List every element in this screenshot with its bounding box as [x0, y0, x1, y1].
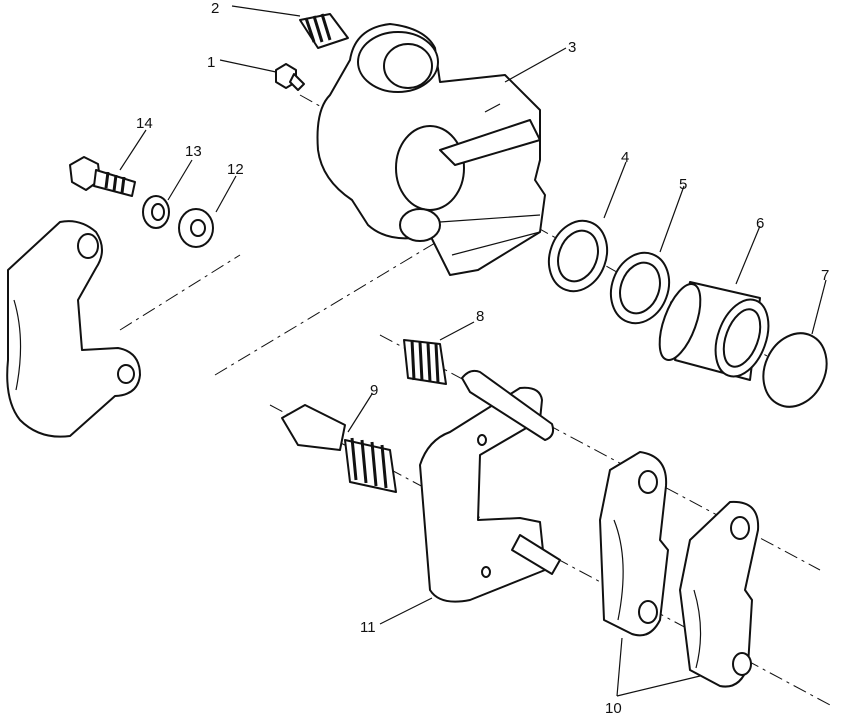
part-9-pin: [281, 404, 397, 493]
callout-numbers: 1 2 3 4 5 6 7 8 9 10 11 12 13 14: [136, 0, 829, 715]
part-1-bleed-nipple: [275, 63, 305, 91]
callout-6: 6: [756, 215, 764, 232]
part-12-flat-washer: [178, 208, 214, 248]
part-11-anchor-bracket: [419, 369, 561, 603]
callout-14: 14: [136, 115, 153, 132]
callout-11: 11: [360, 619, 376, 636]
part-3-caliper-body: [316, 23, 546, 276]
part-13-lock-washer: [142, 195, 170, 229]
callout-1: 1: [207, 54, 215, 71]
part-5-seal: [609, 251, 671, 325]
callout-4: 4: [621, 149, 629, 166]
callout-12: 12: [227, 161, 244, 178]
part-6-piston: [658, 281, 770, 381]
part-8-sleeve: [403, 339, 447, 385]
mounting-bracket: [6, 220, 141, 438]
callout-3: 3: [568, 39, 576, 56]
part-10-brake-pad-rear: [679, 500, 760, 688]
part-4-seal: [547, 219, 609, 293]
callout-13: 13: [185, 143, 202, 160]
callout-9: 9: [370, 382, 378, 399]
callout-leader-lines: [119, 5, 827, 697]
part-14-bolt: [69, 156, 136, 197]
part-2-bleed-cap: [299, 13, 349, 49]
callout-8: 8: [476, 308, 484, 325]
callout-7: 7: [821, 267, 829, 284]
part-7-cap: [762, 332, 828, 408]
callout-5: 5: [679, 176, 687, 193]
callout-2: 2: [211, 0, 219, 17]
callout-10: 10: [605, 700, 622, 715]
part-10-brake-pad-front: [599, 451, 669, 637]
